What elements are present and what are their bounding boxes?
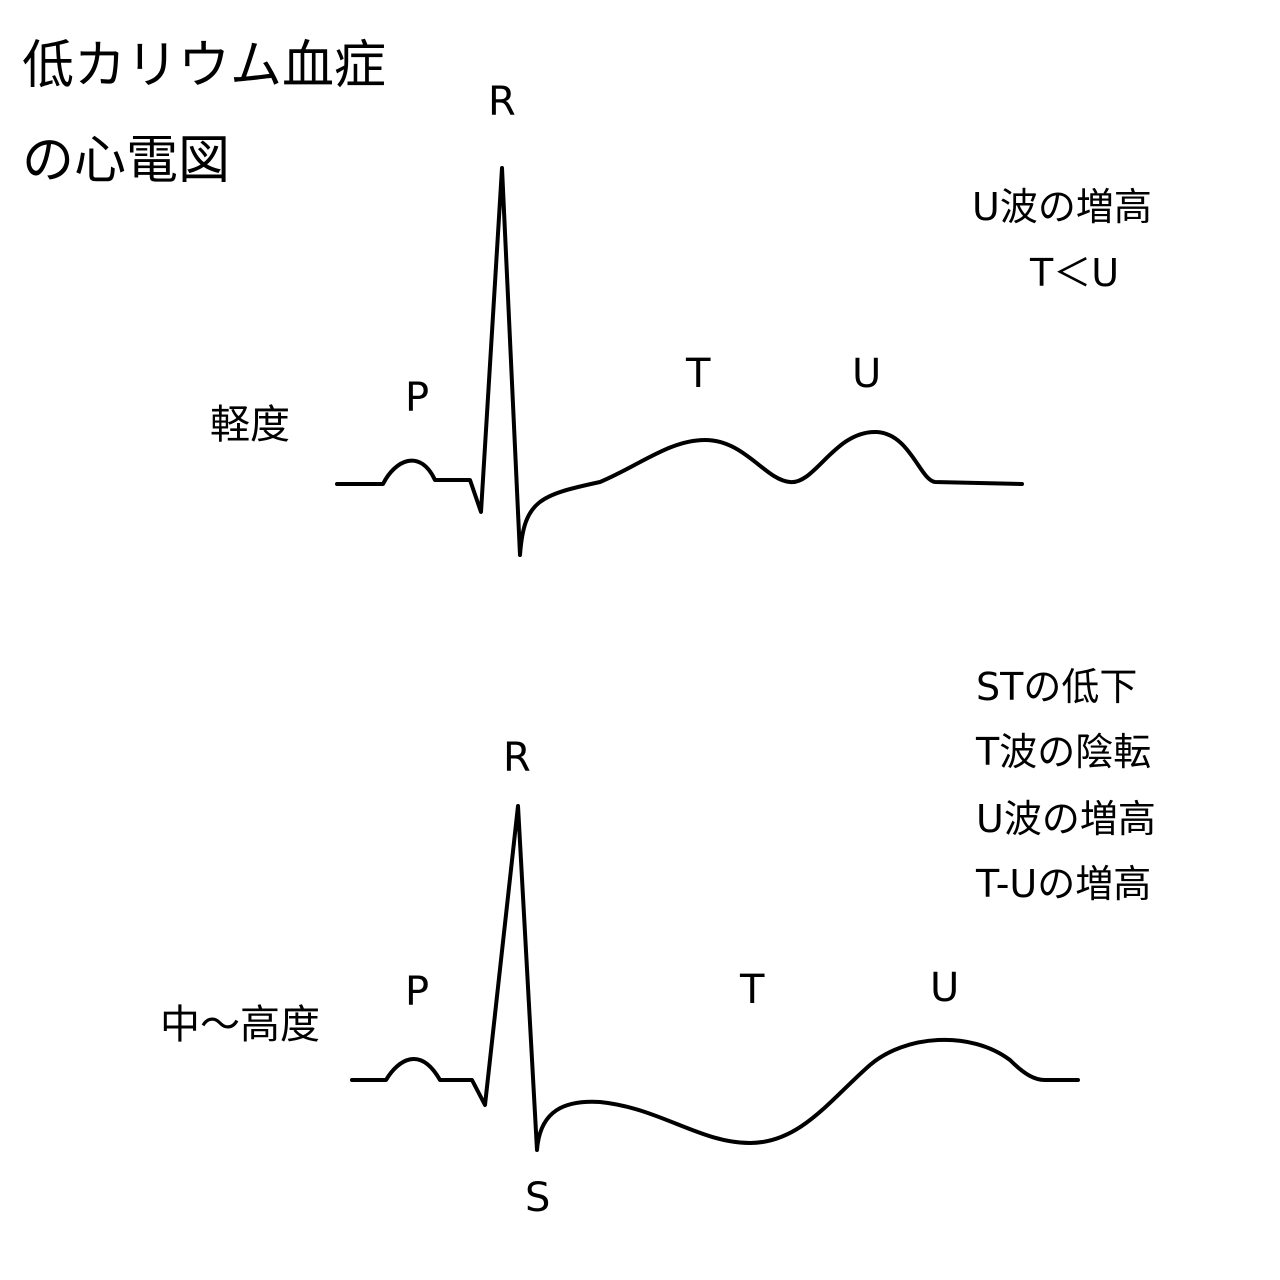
- wave-label-r: R: [488, 79, 516, 125]
- title-line-2: の心電図: [22, 131, 231, 191]
- severe-note-2: T波の陰転: [976, 730, 1152, 774]
- severe-note-4: T-Uの増高: [976, 862, 1152, 906]
- wave-label-p: P: [405, 375, 430, 421]
- severe-ecg-trace: [350, 804, 1080, 1152]
- wave-label-r: R: [503, 735, 531, 781]
- title-line-1: 低カリウム血症: [22, 36, 387, 96]
- wave-label-s: S: [525, 1175, 551, 1221]
- mild-note-1: U波の増高: [972, 185, 1152, 229]
- wave-label-p: P: [405, 969, 430, 1015]
- wave-label-u: U: [930, 965, 960, 1011]
- wave-label-t: T: [740, 967, 765, 1013]
- mild-note-2: T＜U: [1030, 251, 1120, 295]
- severity-severe: 中〜高度: [160, 1002, 320, 1048]
- wave-label-u: U: [852, 351, 882, 397]
- wave-label-t: T: [686, 351, 711, 397]
- severe-note-1: STの低下: [976, 665, 1138, 709]
- mild-ecg-trace: [335, 166, 1024, 557]
- severe-note-3: U波の増高: [976, 797, 1156, 841]
- severity-mild: 軽度: [210, 402, 290, 448]
